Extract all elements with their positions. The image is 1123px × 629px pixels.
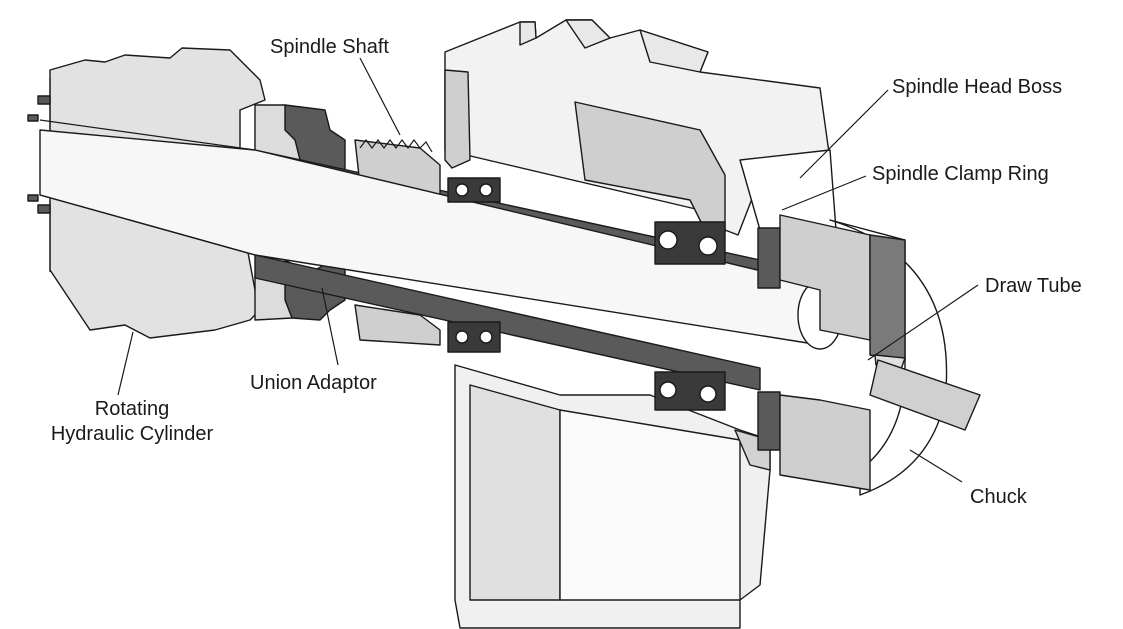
leader-rotating-hydraulic-cylinder [117, 331, 134, 396]
leader-spindle-head-boss [799, 89, 889, 179]
spindle-clamp-ring [757, 227, 781, 451]
spindle-head-housing [444, 19, 837, 629]
leader-spindle-shaft [359, 57, 401, 136]
label-spindle-head-boss: Spindle Head Boss [892, 76, 1062, 98]
leader-union-adaptor [321, 287, 339, 366]
label-rotating-hydraulic-cylinder-line2: Hydraulic Cylinder [51, 423, 214, 445]
bearing-upper-left [447, 177, 501, 203]
label-spindle-clamp-ring: Spindle Clamp Ring [872, 163, 1049, 185]
label-spindle-shaft: Spindle Shaft [270, 36, 389, 58]
chuck [779, 214, 981, 496]
leader-chuck [909, 449, 963, 483]
leader-draw-tube [867, 284, 979, 361]
bearing-upper-right [654, 221, 726, 265]
bearing-lower-right [654, 371, 726, 411]
bearing-lower-left [447, 321, 501, 353]
bearings [447, 177, 726, 411]
label-draw-tube: Draw Tube [985, 275, 1082, 297]
leader-lines [117, 57, 979, 483]
label-rotating-hydraulic-cylinder-line1: Rotating [95, 398, 170, 420]
label-chuck: Chuck [970, 486, 1028, 508]
label-union-adaptor: Union Adaptor [250, 372, 377, 394]
leader-spindle-clamp-ring [781, 175, 867, 211]
labels: Spindle Shaft Spindle Head Boss Spindle … [51, 36, 1082, 508]
